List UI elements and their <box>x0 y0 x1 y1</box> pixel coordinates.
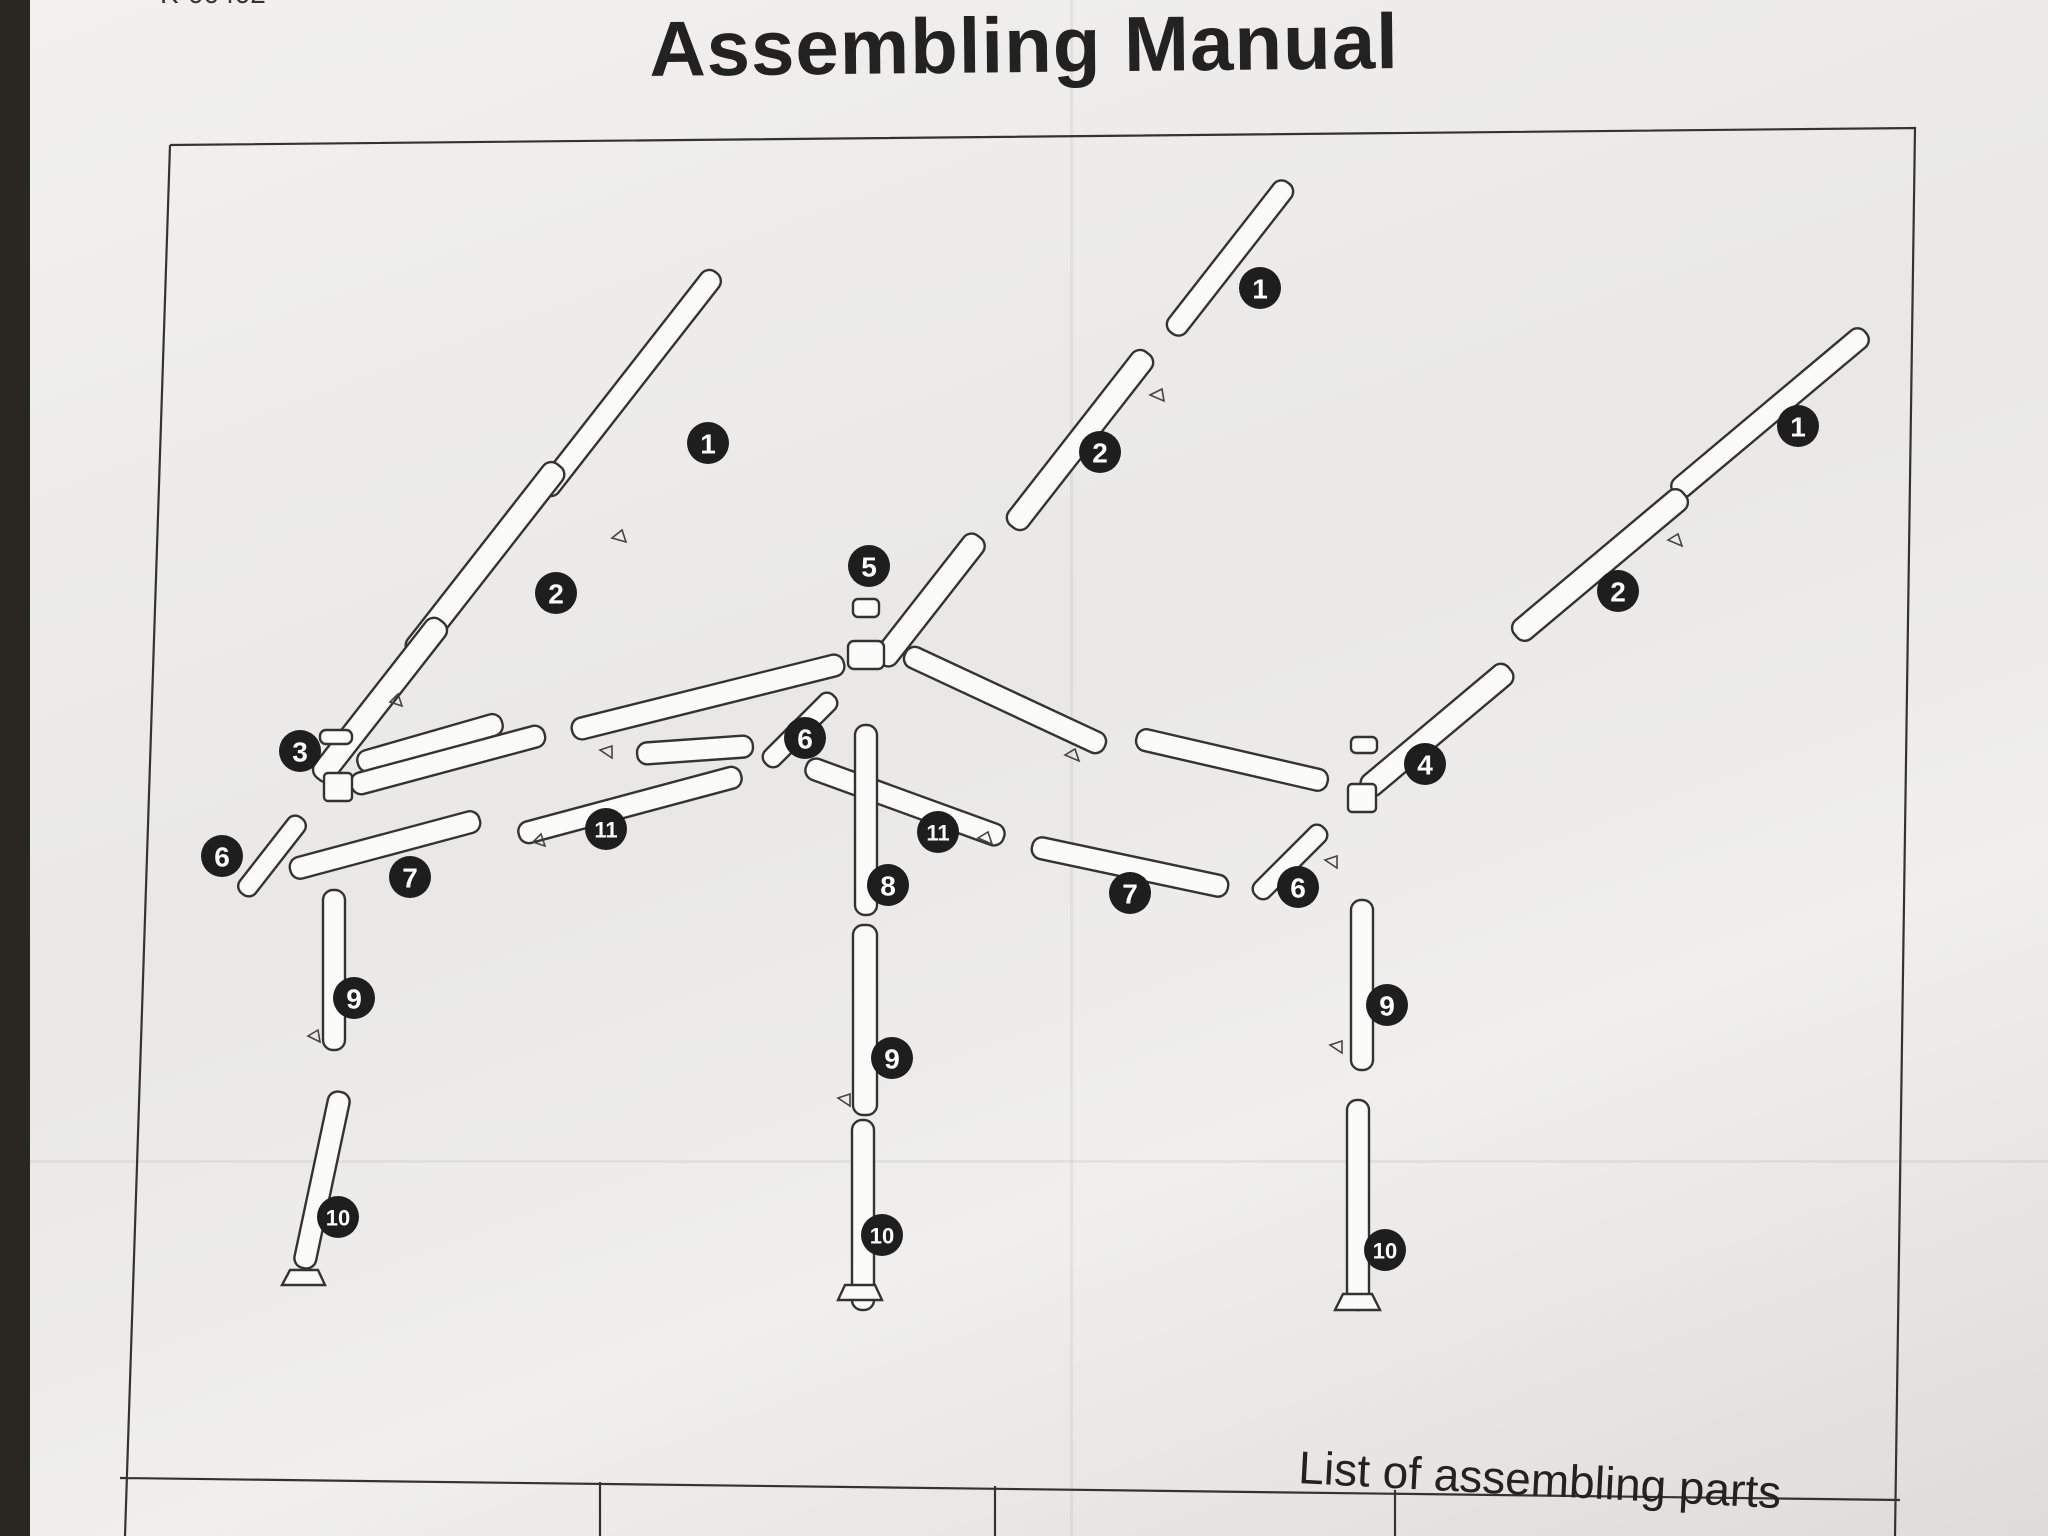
callout-badge: 9 <box>1366 984 1408 1026</box>
left-assembly <box>237 268 755 1287</box>
callout-badge: 6 <box>201 835 243 877</box>
leg-part-10 <box>1345 1098 1371 1312</box>
cross-bar-tube <box>1134 728 1330 792</box>
paper-fold-vertical <box>1070 0 1073 1536</box>
leg-part-9 <box>851 923 879 1117</box>
callout-badge: 9 <box>333 977 375 1019</box>
callout-badge: 11 <box>585 808 627 850</box>
callout-badge: 2 <box>1597 570 1639 612</box>
end-cap-part-3 <box>318 728 354 746</box>
callout-badge: 5 <box>848 545 890 587</box>
cross-bar-part-11 <box>517 765 743 845</box>
rafter-part-1 <box>1165 179 1295 337</box>
cross-bar-tube <box>570 653 846 741</box>
svg-text:9: 9 <box>1379 991 1395 1022</box>
rafter-part-2 <box>1510 487 1690 643</box>
svg-text:11: 11 <box>594 818 617 843</box>
callout-badges: 1 2 3 6 7 9 10 11 1 2 5 6 11 8 9 10 7 1 … <box>201 267 1819 1271</box>
svg-text:7: 7 <box>1122 879 1138 910</box>
cross-bar-part-7 <box>288 810 482 880</box>
leg-part-9 <box>321 888 347 1052</box>
arrow-marks <box>598 387 1166 1108</box>
svg-text:2: 2 <box>1092 438 1108 469</box>
svg-text:11: 11 <box>926 821 949 846</box>
pole-part-7 <box>635 734 755 766</box>
leg-part-9 <box>1349 898 1375 1072</box>
callout-badge: 8 <box>867 864 909 906</box>
leg-part-10 <box>293 1090 351 1270</box>
svg-text:1: 1 <box>1252 274 1268 305</box>
svg-text:2: 2 <box>1610 577 1626 608</box>
svg-text:6: 6 <box>797 724 813 755</box>
svg-text:10: 10 <box>1373 1239 1397 1264</box>
rafter-part-2 <box>1005 348 1155 532</box>
callout-badge: 10 <box>317 1196 359 1238</box>
callout-badge: 3 <box>279 730 321 772</box>
corner-joint <box>1346 782 1378 814</box>
ridge-joint <box>846 639 886 671</box>
callout-badge: 4 <box>1404 743 1446 785</box>
part-code: K-00402 <box>160 0 266 10</box>
callout-badge: 1 <box>687 422 729 464</box>
rafter-lower-tube <box>874 532 986 668</box>
pole-part-8 <box>853 723 879 917</box>
svg-text:10: 10 <box>326 1206 350 1231</box>
svg-text:1: 1 <box>1790 412 1806 443</box>
diagram-border <box>119 126 1917 1536</box>
svg-text:5: 5 <box>861 552 877 583</box>
callout-badge: 11 <box>917 811 959 853</box>
clamp-part-6 <box>237 814 307 898</box>
callout-badge: 7 <box>1109 872 1151 914</box>
callout-badge: 1 <box>1777 405 1819 447</box>
callout-badge: 7 <box>389 856 431 898</box>
svg-text:9: 9 <box>884 1044 900 1075</box>
foot-plate <box>280 1268 327 1287</box>
callout-badge: 6 <box>1277 866 1319 908</box>
rafter-part-1 <box>1670 327 1870 499</box>
arrow-marks <box>306 528 628 1044</box>
callout-badge: 10 <box>1364 1229 1406 1271</box>
corner-joint <box>322 771 354 803</box>
right-assembly <box>1030 327 1870 1312</box>
callout-badge: 10 <box>861 1214 903 1256</box>
svg-text:3: 3 <box>292 737 308 768</box>
leg-part-10 <box>850 1118 876 1312</box>
paper-fold-horizontal <box>30 1160 2048 1163</box>
svg-text:8: 8 <box>880 871 896 902</box>
cross-bar-tube <box>902 645 1108 755</box>
cross-bar-part-11 <box>804 757 1006 847</box>
svg-text:2: 2 <box>548 579 564 610</box>
foot-plate <box>836 1283 884 1302</box>
svg-text:4: 4 <box>1417 750 1433 781</box>
arrow-marks <box>1323 532 1684 1055</box>
svg-text:7: 7 <box>402 863 418 894</box>
callout-badge: 2 <box>535 572 577 614</box>
end-cap-part-4 <box>1349 735 1379 755</box>
callout-badge: 9 <box>871 1037 913 1079</box>
svg-text:1: 1 <box>700 429 716 460</box>
foot-plate <box>1333 1292 1382 1312</box>
end-cap-part-5 <box>851 597 881 619</box>
svg-text:6: 6 <box>1290 873 1306 904</box>
callout-badge: 2 <box>1079 431 1121 473</box>
callout-badge: 1 <box>1239 267 1281 309</box>
svg-text:6: 6 <box>214 842 230 873</box>
rafter-part-1 <box>537 268 723 498</box>
callout-badge: 6 <box>784 717 826 759</box>
svg-text:9: 9 <box>346 984 362 1015</box>
svg-text:10: 10 <box>870 1224 894 1249</box>
